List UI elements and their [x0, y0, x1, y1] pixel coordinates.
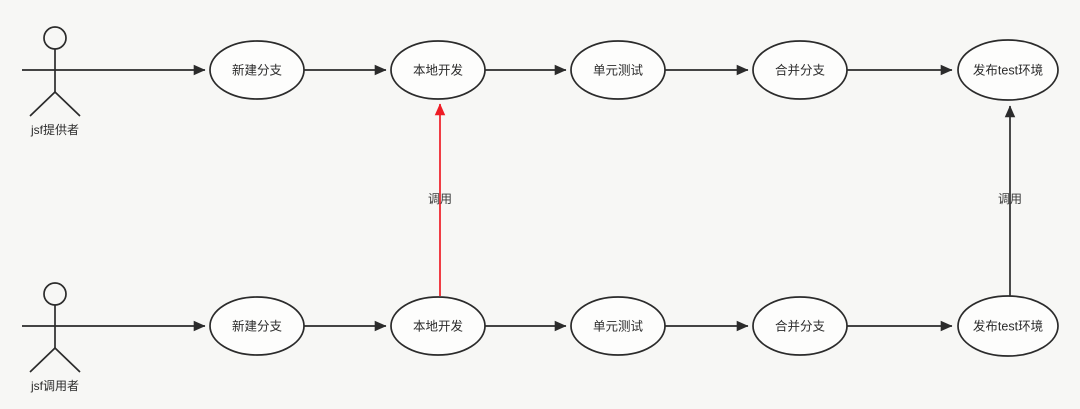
node-provider-publish-test[interactable]: 发布test环境: [957, 39, 1059, 101]
node-provider-unit-test[interactable]: 单元测试: [570, 40, 666, 100]
actor-right-leg-icon: [54, 347, 81, 373]
node-provider-new-branch[interactable]: 新建分支: [209, 40, 305, 100]
node-label: 发布test环境: [973, 62, 1043, 77]
node-label: 合并分支: [775, 62, 826, 77]
node-label: 新建分支: [232, 62, 283, 77]
node-label: 单元测试: [593, 62, 644, 77]
cross-edge-label: 调用: [428, 192, 452, 206]
actor-consumer[interactable]: jsf调用者: [22, 282, 81, 393]
node-consumer-publish-test[interactable]: 发布test环境: [957, 295, 1059, 357]
node-label: 本地开发: [413, 62, 464, 77]
node-label: 本地开发: [413, 318, 464, 333]
node-label: 发布test环境: [973, 318, 1043, 333]
actor-consumer-label: jsf调用者: [30, 379, 79, 393]
actor-head-icon: [43, 282, 67, 306]
node-consumer-new-branch[interactable]: 新建分支: [209, 296, 305, 356]
actor-provider[interactable]: jsf提供者: [22, 26, 81, 137]
node-consumer-local-dev[interactable]: 本地开发: [390, 296, 486, 356]
actor-provider-label: jsf提供者: [30, 122, 79, 137]
lane-provider: jsf提供者 新建分支 本地开发 单元测试: [22, 26, 1059, 137]
actor-head-icon: [43, 26, 67, 50]
actor-left-leg-icon: [29, 91, 56, 117]
node-shape: [957, 39, 1059, 101]
node-provider-local-dev[interactable]: 本地开发: [390, 40, 486, 100]
node-label: 新建分支: [232, 318, 283, 333]
cross-edge-label: 调用: [998, 192, 1022, 206]
node-shape: [957, 295, 1059, 357]
cross-edge-call-publish-test: 调用: [998, 105, 1022, 296]
node-consumer-merge-branch[interactable]: 合并分支: [752, 296, 848, 356]
node-provider-merge-branch[interactable]: 合并分支: [752, 40, 848, 100]
actor-right-leg-icon: [54, 91, 81, 117]
lane-consumer: jsf调用者 新建分支 本地开发 单元测试 合并分支: [22, 282, 1059, 393]
cross-edge-call-local-dev: 调用: [428, 103, 452, 296]
actor-left-leg-icon: [29, 347, 56, 373]
node-label: 合并分支: [775, 318, 826, 333]
node-consumer-unit-test[interactable]: 单元测试: [570, 296, 666, 356]
node-label: 单元测试: [593, 318, 644, 333]
